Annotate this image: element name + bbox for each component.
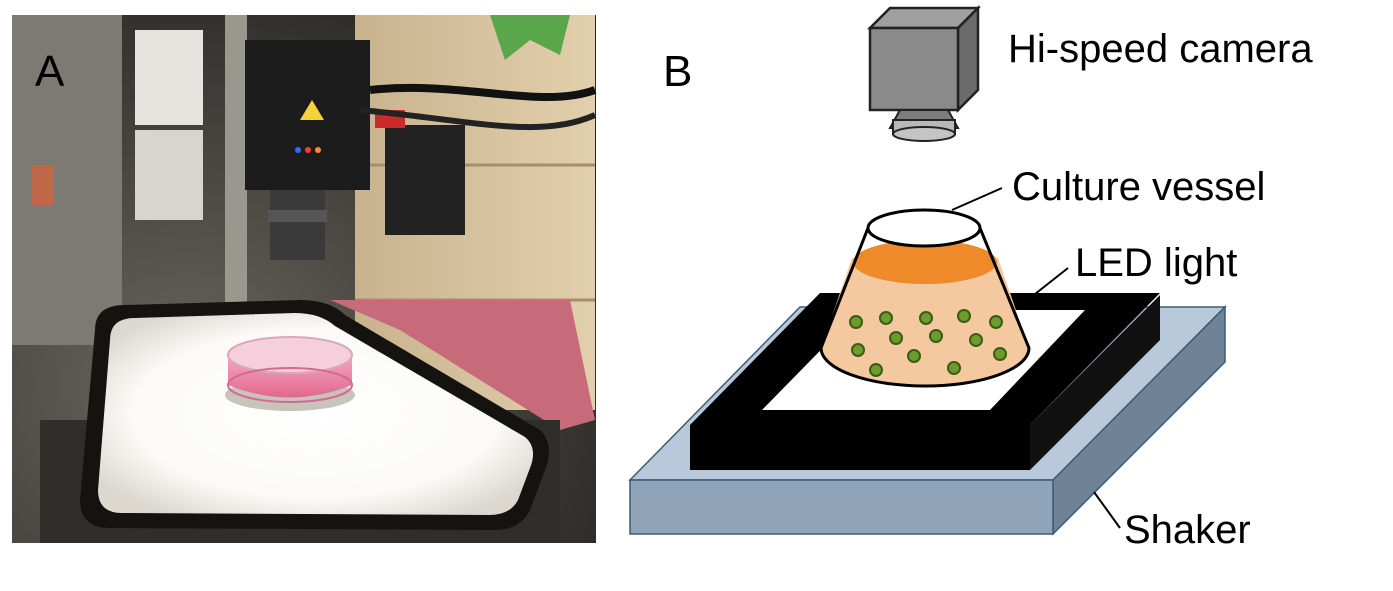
culture-vessel-schematic (819, 208, 1031, 388)
cell (851, 343, 865, 357)
label-camera: Hi-speed camera (1008, 27, 1313, 71)
pink-mat (330, 300, 595, 430)
cell (929, 329, 943, 343)
camera-cables (369, 83, 597, 102)
status-led-orange (315, 147, 321, 153)
cell (869, 363, 883, 377)
led-frame-side (1030, 295, 1160, 470)
status-led-red (305, 147, 311, 153)
leader-led (1029, 267, 1069, 299)
panel-b-letter: B (663, 47, 692, 96)
camera-schematic (866, 4, 982, 142)
cell (989, 315, 1003, 329)
leader-shaker (1093, 491, 1121, 529)
cell (969, 333, 983, 347)
photo-camera-lens (270, 190, 325, 260)
cell (947, 361, 961, 375)
cell (957, 309, 971, 323)
cell (889, 331, 903, 345)
cell (919, 311, 933, 325)
wall-notice-upper (135, 30, 203, 125)
status-led-blue (295, 147, 301, 153)
vessel-glass-outline (819, 227, 1031, 388)
vessel-mouth (866, 208, 982, 248)
photo-light-controller (385, 125, 465, 235)
wall-left (12, 15, 122, 345)
petri-dish-rim (227, 367, 353, 403)
panel-a-photo (12, 15, 597, 543)
cell (849, 315, 863, 329)
cell (907, 349, 921, 363)
cell (993, 347, 1007, 361)
photo-led-panel (98, 313, 534, 515)
wall-notice-lower (135, 130, 203, 220)
green-tape (490, 15, 570, 60)
wall-sticker (32, 165, 54, 205)
photo-camera-lens-ring (268, 210, 327, 222)
metal-rail (225, 15, 247, 315)
shaker-front-face (629, 479, 1054, 535)
warning-sticker (300, 100, 324, 120)
camera-front-face (868, 26, 960, 112)
cell (879, 311, 893, 325)
label-led-light: LED light (1075, 241, 1237, 285)
camera-cables-2 (359, 107, 597, 131)
camera-side-face (956, 4, 980, 114)
label-culture-vessel: Culture vessel (1012, 165, 1265, 209)
vessel-meniscus (853, 240, 997, 284)
label-shaker: Shaker (1124, 508, 1251, 552)
led-frame-front (690, 425, 1030, 470)
petri-dish-top (227, 336, 353, 374)
camera-lens-glass (892, 126, 956, 142)
leader-vessel (951, 187, 1003, 211)
panel-a-letter: A (35, 47, 65, 96)
